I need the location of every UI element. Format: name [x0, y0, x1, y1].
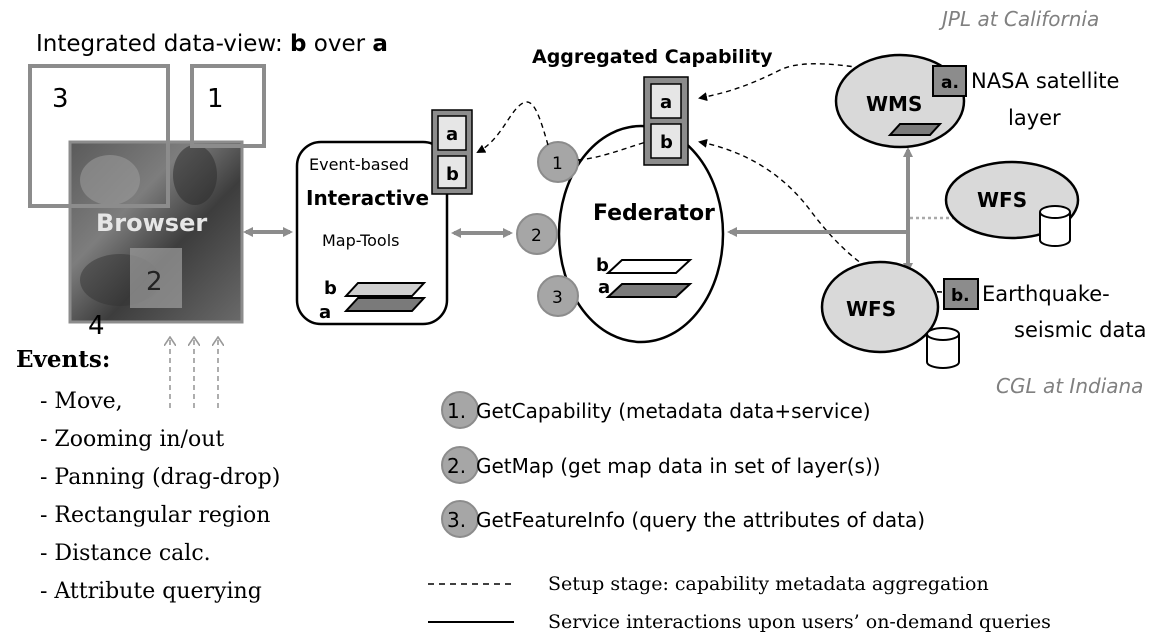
- map-tools-layer-b: [343, 282, 427, 297]
- wfs-bottom-label: WFS: [846, 297, 896, 321]
- event-item-rect: - Rectangular region: [40, 503, 270, 528]
- federator-label: Federator: [593, 201, 715, 226]
- dashed-flow-wfs-to-aggregate: [698, 138, 943, 293]
- event-item-zoom: - Zooming in/out: [40, 427, 224, 452]
- nasa-tag-box: [932, 65, 967, 97]
- eq-tag: b.: [951, 286, 970, 306]
- svg-text:GetMap (get map data in set of: GetMap (get map data in set of layer(s)): [476, 454, 881, 478]
- view-label-3: 3: [52, 84, 69, 114]
- wms-layer-icon: [887, 123, 943, 136]
- svg-text:2.: 2.: [447, 454, 466, 478]
- eq-line1: Earthquake-: [982, 282, 1110, 306]
- map-tools-layer-a: [343, 297, 427, 312]
- step-circle-2-label: 2: [531, 226, 542, 246]
- step-legend-3: 3. GetFeatureInfo (query the attributes …: [441, 500, 925, 538]
- wfs-mid-database-icon: [1039, 205, 1071, 247]
- view-label-4: 4: [88, 311, 105, 341]
- legend-solid-text: Service interactions upon users’ on-dema…: [548, 611, 1051, 633]
- aggregated-capability-stack: a b: [643, 76, 689, 166]
- view-box-2-fill: [130, 248, 182, 308]
- aggregated-capability-title: Aggregated Capability: [532, 46, 773, 68]
- map-tools-line1: Event-based: [309, 155, 409, 174]
- step-circle-3-label: 3: [552, 288, 563, 308]
- map-tools-layer-b-label: b: [324, 278, 337, 299]
- wfs-bottom-database-icon: [926, 327, 960, 369]
- federator-layer-b-label: b: [596, 255, 609, 276]
- svg-text:3.: 3.: [447, 508, 466, 532]
- step-circle-3: [537, 275, 579, 317]
- nasa-tag: a.: [941, 73, 959, 93]
- map-tools-line2: Interactive: [306, 186, 429, 210]
- aggregated-cap-b: b: [660, 132, 673, 153]
- view-box-1: [190, 64, 266, 148]
- event-item-attribute: - Attribute querying: [40, 579, 262, 604]
- cgl-location: CGL at Indiana: [996, 374, 1143, 398]
- dashed-flow-wms-to-aggregate: [698, 63, 941, 102]
- event-item-distance: - Distance calc.: [40, 541, 211, 566]
- eq-line2: seismic data: [1014, 318, 1146, 342]
- dashed-flow-federator-to-maptools: [476, 101, 549, 153]
- step-circle-1-label: 1: [552, 154, 563, 174]
- view-box-3: [28, 64, 170, 208]
- federator-ellipse[interactable]: [557, 124, 725, 344]
- wfs-mid-label: WFS: [977, 188, 1027, 212]
- eq-tag-box: [943, 278, 979, 310]
- svg-text:1.: 1.: [447, 399, 466, 423]
- event-item-move: - Move,: [40, 389, 123, 414]
- map-tools-cap-a: a: [446, 124, 458, 145]
- nasa-line2: layer: [1008, 106, 1061, 130]
- browser-label: Browser: [96, 209, 207, 237]
- event-arrows: [170, 338, 218, 408]
- jpl-location: JPL at California: [938, 7, 1099, 31]
- step-circle-2: [516, 213, 558, 255]
- federator-layer-a-label: a: [598, 277, 610, 298]
- svg-text:GetFeatureInfo (query the attr: GetFeatureInfo (query the attributes of …: [476, 508, 925, 532]
- step-legend-1: 1. GetCapability (metadata data+service): [441, 391, 871, 429]
- federator-layer-a: [605, 283, 693, 298]
- wfs-bottom-ellipse[interactable]: [820, 260, 940, 354]
- view-label-2: 2: [146, 267, 163, 297]
- view-box-4: [68, 140, 244, 324]
- aggregated-cap-a: a: [660, 92, 672, 113]
- step-circle-1: [537, 141, 579, 183]
- view-label-1: 1: [207, 84, 224, 114]
- map-tools-box[interactable]: [295, 140, 449, 326]
- map-tools-layer-a-label: a: [319, 302, 331, 323]
- step-legend-2: 2. GetMap (get map data in set of layer(…: [441, 446, 881, 484]
- browser-satellite-image[interactable]: [70, 142, 242, 322]
- wms-label: WMS: [866, 92, 922, 116]
- dashed-flow-circle1-to-stack: [577, 141, 647, 161]
- legend-dashed-text: Setup stage: capability metadata aggrega…: [548, 573, 989, 595]
- event-item-pan: - Panning (drag-drop): [40, 465, 280, 490]
- nasa-line1: NASA satellite: [971, 69, 1119, 93]
- events-title: Events:: [16, 346, 110, 373]
- map-tools-cap-b: b: [446, 164, 459, 185]
- map-tools-line3: Map-Tools: [322, 231, 399, 250]
- svg-text:GetCapability (metadata data+s: GetCapability (metadata data+service): [476, 399, 871, 423]
- federator-layer-b: [605, 259, 693, 274]
- map-tools-capability-stack: a b: [431, 109, 473, 195]
- integrated-view-title: Integrated data-view: b over a: [36, 31, 388, 57]
